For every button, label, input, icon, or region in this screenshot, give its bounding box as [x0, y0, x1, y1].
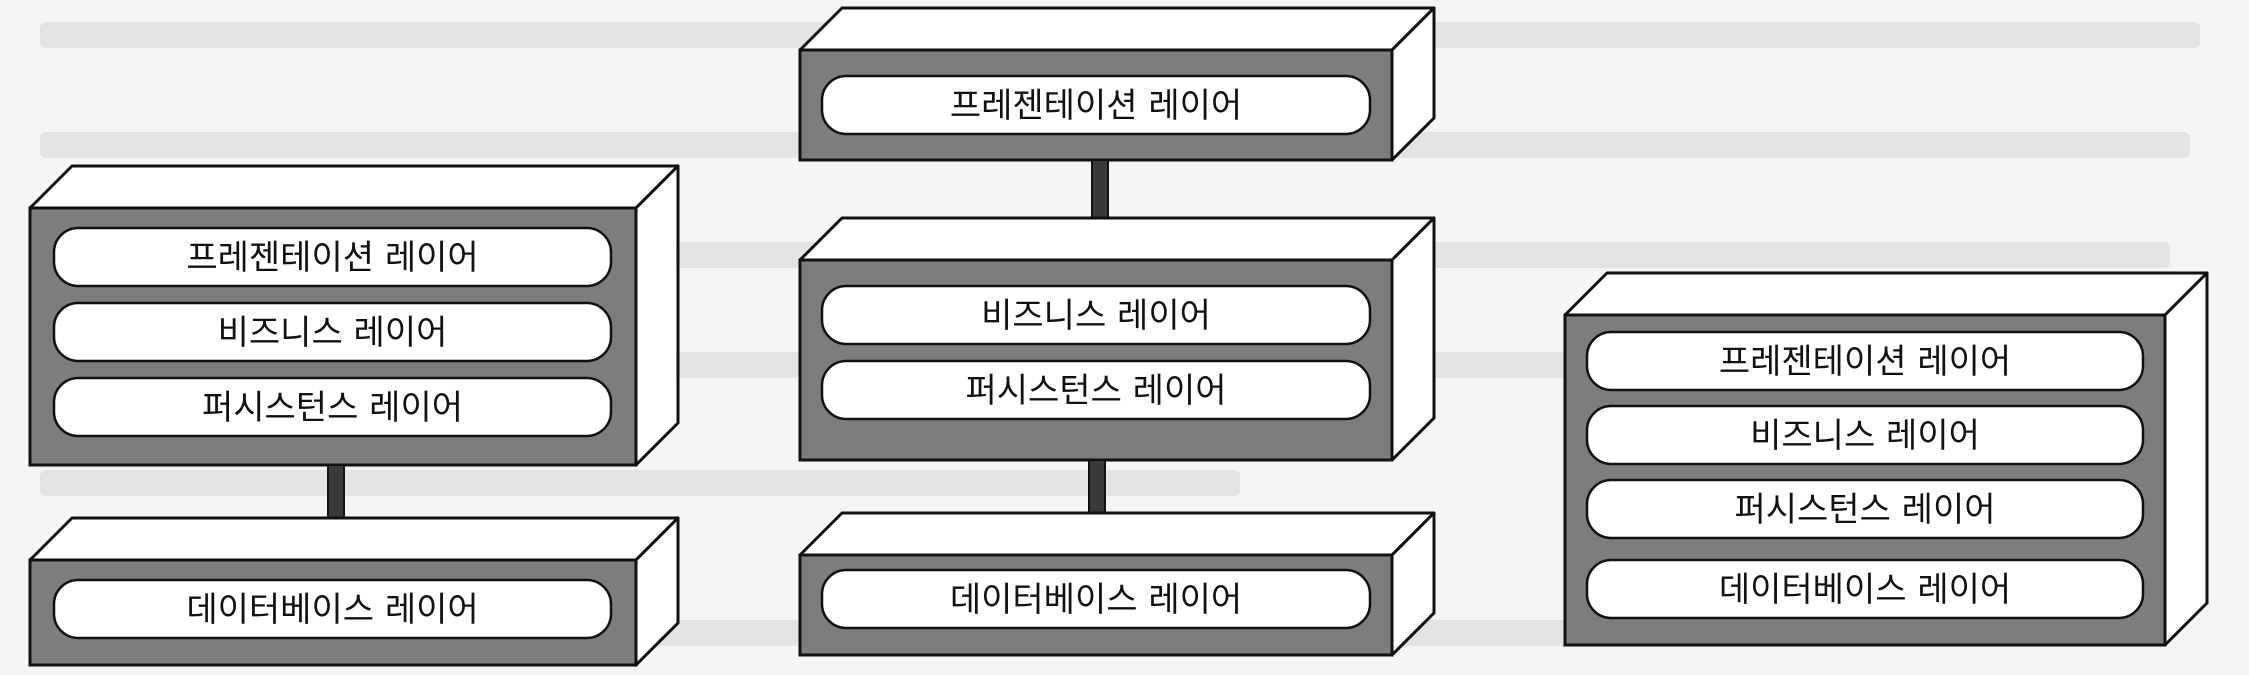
- box-middle-top: 프레젠테이션 레이어: [798, 6, 1436, 162]
- box-side-face: [1390, 216, 1436, 462]
- box-top-face: [1563, 271, 2209, 317]
- layer-pill: 프레젠테이션 레이어: [52, 226, 613, 288]
- box-top-face: [798, 216, 1436, 262]
- pill-shape: [820, 74, 1372, 136]
- pill-shape: [52, 301, 613, 363]
- right-stack: 프레젠테이션 레이어 비즈니스 레이어 퍼시스턴스 레이어 데이터베이스 레이어: [1563, 271, 2209, 647]
- left-stack: 프레젠테이션 레이어 비즈니스 레이어 퍼시스턴스 레이어: [28, 164, 680, 667]
- layer-pill: 퍼시스턴스 레이어: [52, 376, 613, 438]
- box-top-face: [28, 164, 680, 210]
- box-side-face: [2163, 271, 2209, 647]
- box-side-face: [634, 164, 680, 467]
- pill-shape: [1585, 330, 2145, 392]
- box-top-face: [798, 511, 1436, 557]
- layer-label: 데이터베이스 레이어: [1719, 570, 2011, 610]
- pill-shape: [52, 226, 613, 288]
- layer-label: 데이터베이스 레이어: [950, 580, 1242, 620]
- box-middle-bottom: 데이터베이스 레이어: [798, 511, 1436, 657]
- pill-shape: [820, 284, 1372, 346]
- layer-pill: 퍼시스턴스 레이어: [1585, 478, 2145, 540]
- box-right: 프레젠테이션 레이어 비즈니스 레이어 퍼시스턴스 레이어 데이터베이스 레이어: [1563, 271, 2209, 647]
- pill-shape: [52, 376, 613, 438]
- layer-label: 비즈니스 레이어: [1750, 416, 1980, 456]
- box-middle-center: 비즈니스 레이어 퍼시스턴스 레이어: [798, 216, 1436, 462]
- box-top-face: [28, 516, 680, 562]
- layer-pill: 데이터베이스 레이어: [52, 578, 613, 640]
- pill-shape: [52, 578, 613, 640]
- layer-label: 비즈니스 레이어: [981, 296, 1211, 336]
- pill-shape: [820, 359, 1372, 421]
- box-left-upper: 프레젠테이션 레이어 비즈니스 레이어 퍼시스턴스 레이어: [28, 164, 680, 467]
- box-top-face: [798, 6, 1436, 52]
- layer-label: 데이터베이스 레이어: [186, 590, 478, 630]
- layer-label: 프레젠테이션 레이어: [186, 238, 478, 278]
- layer-label: 프레젠테이션 레이어: [950, 86, 1242, 126]
- layer-label: 비즈니스 레이어: [218, 313, 448, 353]
- bleed-line: [40, 470, 1240, 496]
- pill-shape: [820, 568, 1372, 630]
- pill-shape: [1585, 478, 2145, 540]
- layer-pill: 프레젠테이션 레이어: [820, 74, 1372, 136]
- layer-pill: 비즈니스 레이어: [820, 284, 1372, 346]
- layer-label: 퍼시스턴스 레이어: [202, 388, 463, 428]
- pill-shape: [1585, 558, 2145, 620]
- layer-label: 퍼시스턴스 레이어: [1734, 490, 1995, 530]
- layer-pill: 비즈니스 레이어: [1585, 404, 2145, 466]
- layer-pill: 비즈니스 레이어: [52, 301, 613, 363]
- layer-pill: 퍼시스턴스 레이어: [820, 359, 1372, 421]
- pill-shape: [1585, 404, 2145, 466]
- layer-pill: 데이터베이스 레이어: [1585, 558, 2145, 620]
- layer-pill: 프레젠테이션 레이어: [1585, 330, 2145, 392]
- middle-stack: 프레젠테이션 레이어 비즈니스 레이어 퍼시스턴스 레이어: [798, 6, 1436, 657]
- box-left-lower: 데이터베이스 레이어: [28, 516, 680, 667]
- layer-pill: 데이터베이스 레이어: [820, 568, 1372, 630]
- layer-label: 프레젠테이션 레이어: [1719, 342, 2011, 382]
- layer-label: 퍼시스턴스 레이어: [965, 371, 1226, 411]
